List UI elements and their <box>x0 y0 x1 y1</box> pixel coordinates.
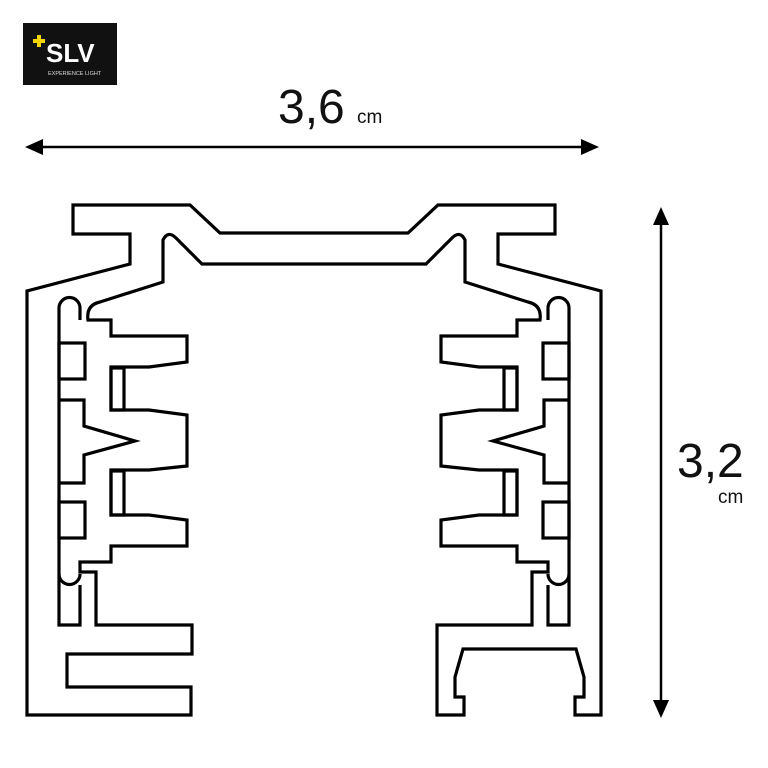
profile-left-half <box>25 203 316 627</box>
height-value: 3,2 <box>677 435 744 488</box>
profile-right-bottom <box>435 600 603 717</box>
arrowhead-up-icon <box>653 207 669 225</box>
profile-left-bottom <box>25 600 194 717</box>
svg-text:EXPERIENCE LIGHT: EXPERIENCE LIGHT <box>48 71 102 77</box>
arrowhead-down-icon <box>653 700 669 718</box>
height-dimension: 3,2 cm <box>653 207 744 718</box>
profile-right-half <box>312 203 603 627</box>
width-value: 3,6 <box>278 81 345 134</box>
arrowhead-right-icon <box>581 139 599 155</box>
height-unit: cm <box>718 487 743 508</box>
width-unit: cm <box>357 107 382 128</box>
slv-logo: SLV EXPERIENCE LIGHT <box>23 23 117 85</box>
arrowhead-left-icon <box>25 139 43 155</box>
width-dimension: 3,6 cm <box>25 81 599 155</box>
plus-mark-icon <box>33 35 45 47</box>
svg-text:SLV: SLV <box>46 38 95 68</box>
